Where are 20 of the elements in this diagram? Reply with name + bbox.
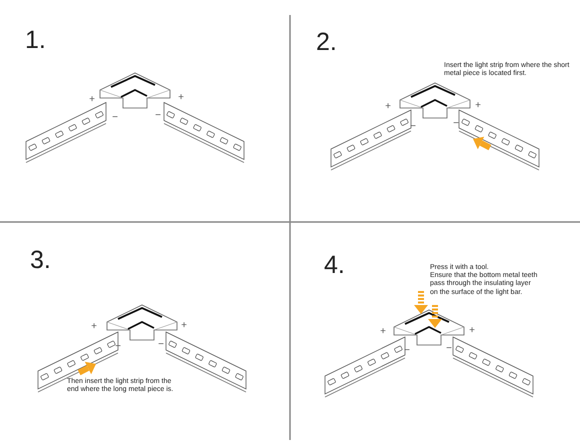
step-number: 3. [30, 248, 51, 273]
polarity-sign: + [181, 321, 187, 331]
polarity-sign: − [112, 113, 118, 123]
polarity-sign: + [380, 327, 386, 337]
polarity-sign: + [91, 322, 97, 332]
polarity-sign: − [158, 340, 164, 350]
polarity-sign: + [469, 326, 475, 336]
polarity-sign: − [404, 346, 410, 356]
polarity-sign: − [155, 111, 161, 121]
step-number: 1. [25, 28, 46, 53]
polarity-sign: + [385, 102, 391, 112]
polarity-sign: − [115, 342, 121, 352]
step-number: 4. [324, 253, 345, 278]
polarity-sign: + [178, 93, 184, 103]
polarity-sign: + [475, 101, 481, 111]
polarity-sign: − [446, 344, 452, 354]
polarity-sign: + [89, 95, 95, 105]
polarity-sign: − [453, 119, 459, 129]
polarity-sign: − [410, 122, 416, 132]
step-number: 2. [316, 30, 337, 55]
